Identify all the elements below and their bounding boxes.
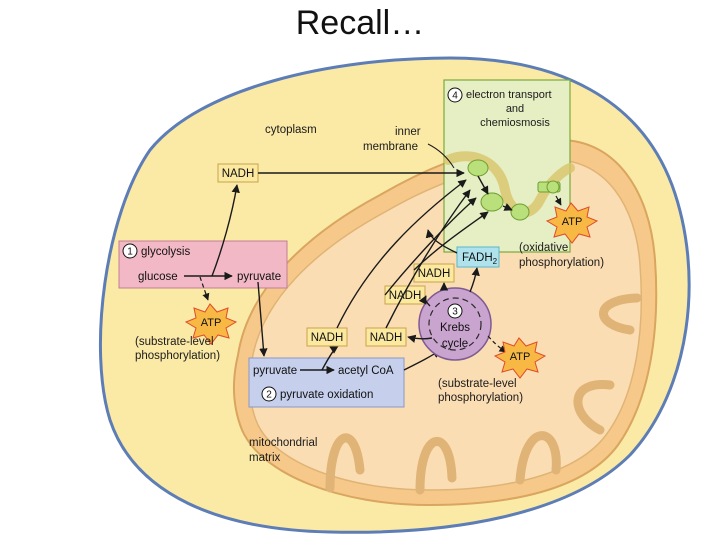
pyruvate-oxidation-input: pyruvate: [253, 365, 297, 377]
etc-panel: [443, 79, 571, 253]
substrate-level-label-1-line2: phosphorylation): [135, 350, 220, 362]
glycolysis-title: glycolysis: [141, 246, 190, 258]
glycolysis-input: glucose: [138, 271, 178, 283]
oxidative-label-line1: (oxidative: [519, 242, 568, 254]
krebs-cycle-inner-path: [428, 297, 482, 351]
matrix-label-line1: mitochondrial: [249, 437, 317, 449]
etc-label-line3: chemiosmosis: [480, 117, 550, 129]
krebs-to-fadh2-arrow: [469, 267, 480, 293]
nadh-box-3-label: NADH: [389, 290, 422, 302]
glycolysis-to-nadh-arrow: [211, 184, 240, 277]
krebs-to-nadh-3-arrow: [418, 295, 431, 307]
nadh-box-1-label: NADH: [311, 332, 344, 344]
step-3-badge: [447, 303, 463, 319]
substrate-level-label-1-line1: (substrate-level: [135, 336, 214, 348]
cytoplasm-label: cytoplasm: [265, 124, 317, 136]
etc-protein-complexes: [467, 159, 561, 221]
pyruvate-oxidation-to-nadh-arrow: [321, 345, 339, 371]
atp-glycolysis-label: ATP: [201, 317, 222, 329]
atp-burst-oxidative: [545, 202, 599, 244]
nadh-box-2-label: NADH: [370, 332, 403, 344]
nadh-cytoplasm-label: NADH: [222, 168, 255, 180]
substrate-level-label-2-line1: (substrate-level: [438, 378, 517, 390]
krebs-label-line1: Krebs: [440, 322, 470, 334]
glycolysis-output: pyruvate: [237, 271, 281, 283]
matrix-label-line2: matrix: [249, 452, 281, 464]
nadh-2-to-etc-arrow: [385, 189, 471, 329]
krebs-to-nadh-4-arrow: [439, 282, 449, 291]
glycolysis-box: [118, 240, 288, 289]
nadh-box-4-label: NADH: [418, 268, 451, 280]
pyruvate-oxidation-output: acetyl CoA: [338, 365, 394, 377]
step-4-number: 4: [452, 91, 458, 102]
etc-to-atp-arrow: [554, 195, 562, 206]
atp-burst-glycolysis: [184, 303, 238, 345]
nadh-4-to-etc-arrow: [413, 211, 489, 271]
step-1-badge: [122, 243, 138, 259]
atp-oxidative-label: ATP: [562, 216, 583, 228]
step-2-number: 2: [266, 390, 272, 401]
oxidative-label-line2: phosphorylation): [519, 257, 604, 269]
inner-membrane-pointer: [427, 143, 455, 169]
cristae: [325, 293, 642, 495]
slide-title: Recall…: [295, 4, 425, 42]
fadh2-to-etc-arrow: [425, 229, 458, 254]
step-2-badge: [261, 386, 277, 402]
step-4-badge: [447, 87, 463, 103]
krebs-to-nadh-2-arrow: [407, 334, 433, 343]
step-1-number: 1: [127, 247, 133, 258]
fadh2-label: FADH2: [462, 252, 498, 266]
etc-label-line2: and: [506, 103, 524, 115]
pyruvate-oxidation-title: pyruvate oxidation: [280, 389, 373, 401]
nadh-box-4: [413, 263, 455, 283]
step-3-number: 3: [452, 307, 458, 318]
pyruvate-transport-arrow: [257, 281, 268, 357]
nadh-1-to-etc-arrow: [336, 179, 467, 329]
substrate-level-label-2-line2: phosphorylation): [438, 392, 523, 404]
inner-membrane-label-line1: inner: [395, 126, 421, 138]
nadh-box-1: [306, 327, 348, 347]
atp-burst-krebs: [493, 337, 547, 379]
nadh-3-to-etc-arrow: [384, 197, 477, 296]
atp-krebs-label: ATP: [510, 351, 531, 363]
krebs-label-line2: cycle: [442, 338, 468, 350]
etc-label-line1: electron transport: [466, 89, 552, 101]
fadh2-box: [456, 246, 500, 268]
inner-membrane-label-line2: membrane: [363, 141, 418, 153]
